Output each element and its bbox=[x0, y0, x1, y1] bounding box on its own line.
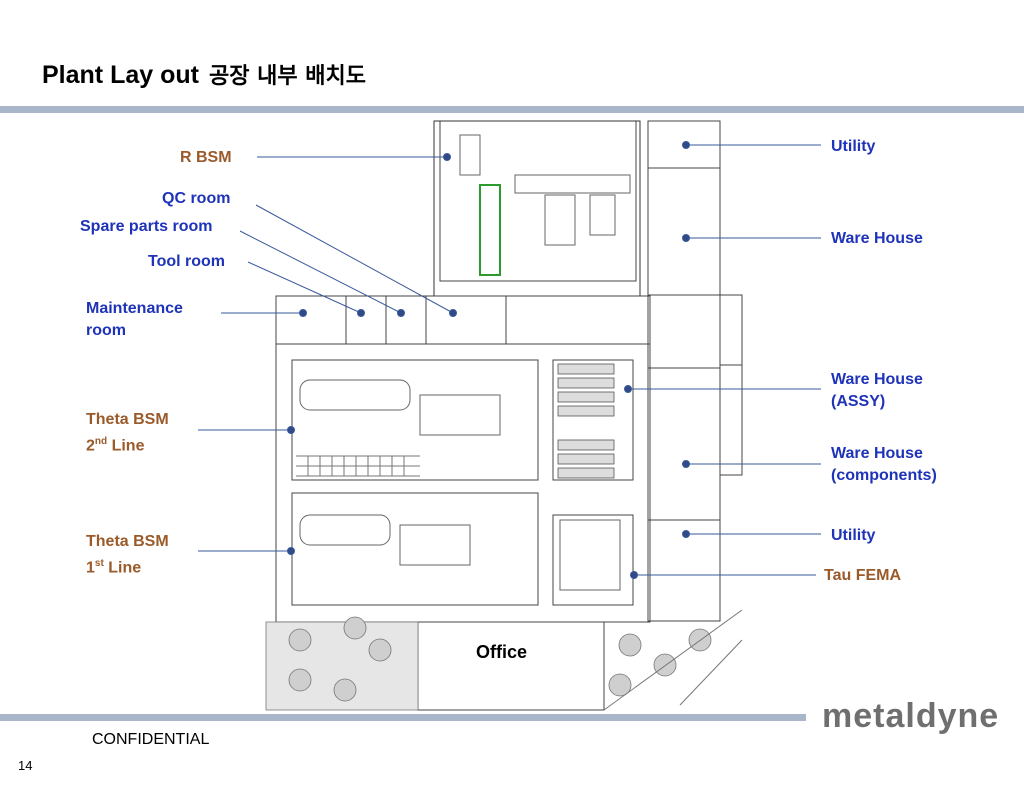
label-wh-assy-line1: Ware House bbox=[831, 371, 923, 388]
label-r-bsm: R BSM bbox=[180, 149, 232, 166]
office-block bbox=[417, 621, 605, 711]
label-spare-parts-room: Spare parts room bbox=[80, 218, 213, 235]
label-tau-fema: Tau FEMA bbox=[824, 567, 902, 584]
label-theta1-line2: 1st Line bbox=[86, 558, 142, 577]
label-maintenance-line2: room bbox=[86, 322, 126, 339]
leader-qc-room bbox=[255, 204, 454, 314]
leader-tool-room bbox=[247, 261, 362, 314]
label-utility-bottom: Utility bbox=[831, 527, 876, 544]
label-theta1-line1: Theta BSM bbox=[86, 533, 169, 550]
label-office: Office bbox=[476, 642, 528, 662]
metaldyne-logo: metaldyne bbox=[822, 697, 1000, 735]
label-utility-top: Utility bbox=[831, 138, 876, 155]
label-maintenance-room: Maintenance room bbox=[86, 298, 183, 342]
label-theta2-line2: 2nd Line bbox=[86, 436, 145, 455]
theta-2nd-line-area bbox=[291, 359, 539, 481]
label-theta2-line1: Theta BSM bbox=[86, 411, 169, 428]
tau-fema-area bbox=[552, 514, 634, 606]
assy-warehouse-area bbox=[552, 359, 634, 481]
r-bsm-area bbox=[439, 120, 637, 282]
label-ware-house: Ware House bbox=[831, 230, 923, 247]
label-ware-house-components: Ware House (components) bbox=[831, 443, 937, 487]
label-wh-assy-line2: (ASSY) bbox=[831, 393, 886, 410]
page-title: Plant Lay out 공장 내부 배치도 bbox=[42, 58, 366, 90]
label-maintenance-line1: Maintenance bbox=[86, 300, 183, 317]
label-tool-room: Tool room bbox=[148, 253, 226, 270]
title-korean: 공장 내부 배치도 bbox=[208, 64, 366, 89]
page-number: 14 bbox=[18, 758, 33, 773]
label-qc-room: QC room bbox=[162, 190, 231, 207]
label-theta-bsm-1st-line: Theta BSM 1st Line bbox=[86, 531, 169, 579]
title-english: Plant Lay out bbox=[42, 61, 199, 89]
utility-warehouse-strip bbox=[647, 120, 721, 622]
label-wh-comp-line2: (components) bbox=[831, 467, 937, 484]
confidential-label: CONFIDENTIAL bbox=[92, 731, 210, 748]
label-ware-house-assy: Ware House (ASSY) bbox=[831, 369, 923, 413]
theta-1st-line-area bbox=[291, 492, 539, 606]
footer-rule bbox=[0, 714, 806, 721]
label-wh-comp-line1: Ware House bbox=[831, 445, 923, 462]
label-theta-bsm-2nd-line: Theta BSM 2nd Line bbox=[86, 409, 169, 457]
leader-spare-parts-room bbox=[239, 230, 402, 314]
header-rule bbox=[0, 106, 1024, 113]
